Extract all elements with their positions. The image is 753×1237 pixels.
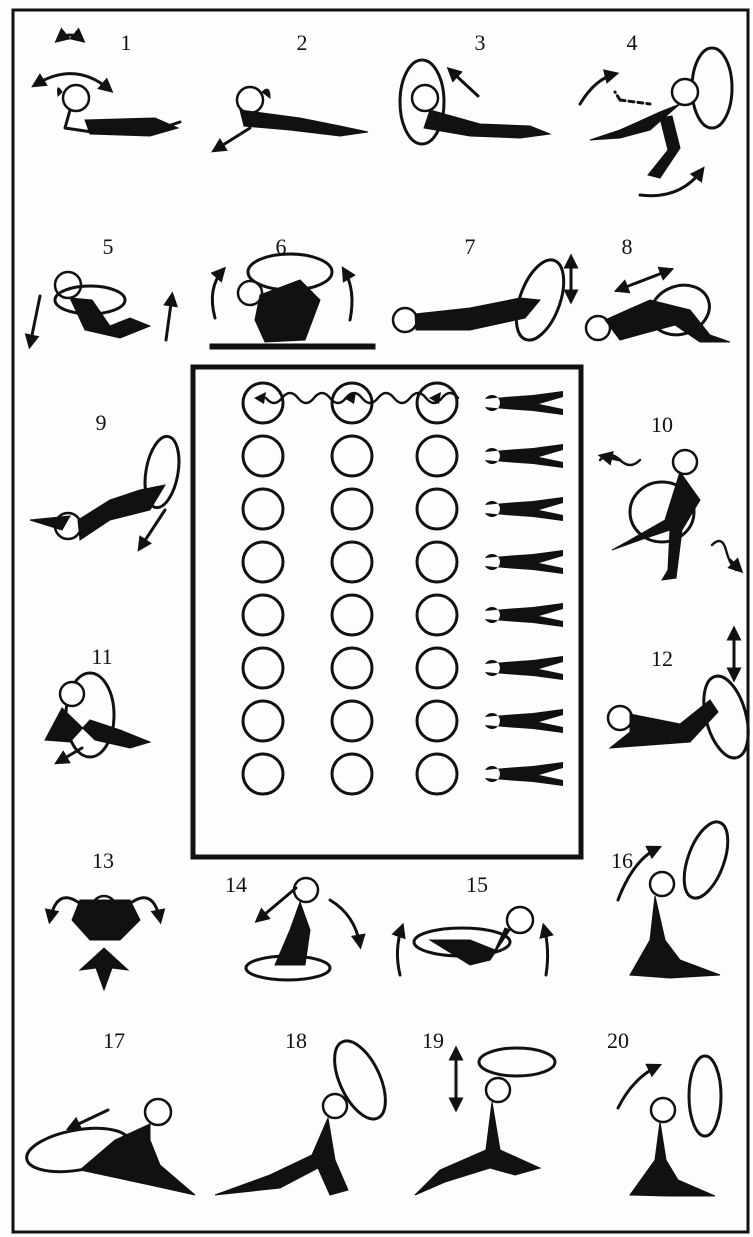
formation-hoop <box>332 542 372 582</box>
formation-hoop <box>332 595 372 635</box>
formation-arrowhead <box>254 392 266 404</box>
formation-hoop <box>417 754 457 794</box>
formation-child <box>485 709 563 733</box>
formation-hoop <box>417 701 457 741</box>
formation-child <box>485 497 563 521</box>
formation-hoop <box>243 701 283 741</box>
formation-hoop <box>332 648 372 688</box>
formation-hoop <box>417 595 457 635</box>
formation-child <box>485 762 563 786</box>
formation-hoop <box>243 754 283 794</box>
formation-hoop <box>243 542 283 582</box>
formation-hoop <box>243 436 283 476</box>
formation-child <box>485 550 563 574</box>
formation-hoop <box>332 754 372 794</box>
formation-hoop <box>243 595 283 635</box>
formation-hoop <box>243 489 283 529</box>
formation-grid <box>243 383 563 794</box>
formation-child <box>485 444 563 468</box>
formation-hoop <box>332 489 372 529</box>
formation-child <box>485 603 563 627</box>
formation-child <box>485 391 563 415</box>
formation-hoop <box>332 701 372 741</box>
formation-hoop <box>417 489 457 529</box>
formation-hoop <box>417 542 457 582</box>
formation-hoop <box>332 436 372 476</box>
formation-hoop <box>417 648 457 688</box>
formation-child <box>485 656 563 680</box>
formation-hoop <box>417 436 457 476</box>
formation-hoop <box>243 648 283 688</box>
